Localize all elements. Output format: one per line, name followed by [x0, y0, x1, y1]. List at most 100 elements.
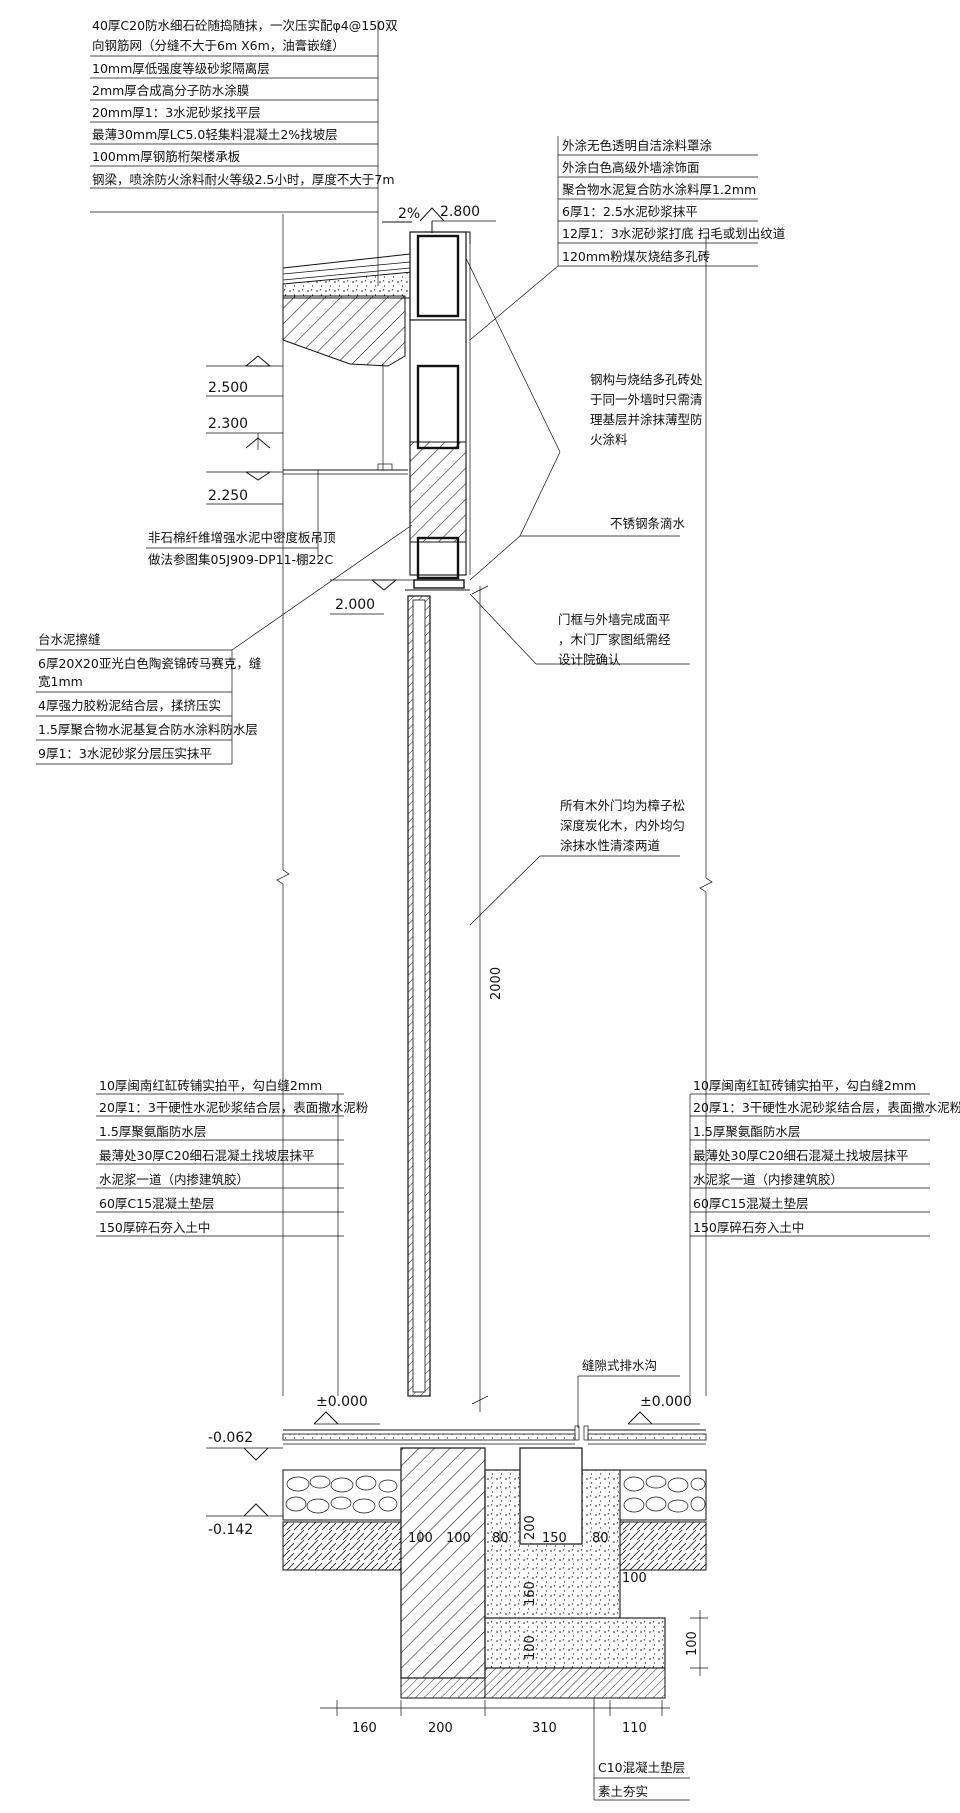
door-note-line-2: 深度炭化木，内外均匀 [560, 818, 685, 833]
dim-bottom-200: 200 [428, 1721, 453, 1736]
right-vertical-dim: 100 [685, 1610, 708, 1676]
drip-note-text: 不锈钢条滴水 [610, 516, 686, 531]
sill-layer-4: 9厚1：3水泥砂浆分层压实抹平 [38, 746, 212, 761]
door-note-line-1: 所有木外门均为樟子松 [560, 798, 685, 813]
dim-160-v: 160 [523, 1581, 538, 1606]
door-note: 所有木外门均为樟子松 深度炭化木，内外均匀 涂抹水性清漆两道 [469, 798, 685, 926]
frame-note-line-2: ，木门厂家图纸需经 [558, 632, 671, 647]
roof-note-line-8: 钢梁，喷涂防火涂料耐火等级2.5小时，厚度不大于7m [92, 172, 395, 187]
wall-note-line-5: 12厚1：3水泥砂浆打底 扫毛或划出纹道 [562, 226, 786, 241]
wooden-door [407, 595, 431, 1397]
level-minus-142: -0.142 [208, 1522, 253, 1538]
level-zero-left: ±0.000 [316, 1394, 368, 1410]
frame-note: 门框与外墙完成面平 ，木门厂家图纸需经 设计院确认 [469, 593, 690, 667]
level-2500: 2.500 [208, 380, 248, 396]
door-height-dimension: 2000 [471, 585, 504, 1412]
sill-layer-1: 6厚20X20亚光白色陶瓷锦砖马赛克，缝 [38, 656, 261, 671]
floor-right-3: 1.5厚聚氨酯防水层 [693, 1124, 800, 1139]
dim-100-a: 100 [408, 1531, 433, 1546]
roof-note-line-2: 向钢筋网（分缝不大于6m X6m，油膏嵌缝） [92, 38, 345, 53]
floor-left-5: 水泥浆一道（内掺建筑胶） [99, 1172, 249, 1187]
parapet [409, 231, 471, 575]
ceiling-board [283, 364, 408, 560]
wall-note-line-4: 6厚1：2.5水泥砂浆抹平 [562, 204, 698, 219]
level-2300: 2.300 [208, 416, 248, 432]
dim-200-v: 200 [523, 1515, 538, 1540]
dim-80-b: 80 [592, 1531, 609, 1546]
roof-note-line-1: 40厚C20防水细石砼随捣随抹，一次压实配φ4@150双 [92, 18, 398, 33]
sill-layer-3: 1.5厚聚合物水泥基复合防水涂料防水层 [38, 722, 258, 737]
drain-note-text: 缝隙式排水沟 [582, 1358, 657, 1373]
foundation [400, 1447, 666, 1699]
gravel-right [619, 1469, 707, 1571]
sill-layers-note: 台水泥擦缝 6厚20X20亚光白色陶瓷锦砖马赛克，缝 宽1mm 4厚强力胶粉泥结… [36, 524, 413, 765]
floor-right-2: 20厚1：3干硬性水泥砂浆结合层，表面撒水泥粉 [693, 1100, 960, 1115]
floor-layers-left: 10厚闽南红缸砖铺实拍平，勾白缝2mm 20厚1：3干硬性水泥砂浆结合层，表面撒… [96, 1078, 369, 1396]
level-2000: 2.000 [335, 597, 375, 613]
floor-left-6: 60厚C15混凝土垫层 [99, 1196, 215, 1211]
dim-bottom-110: 110 [622, 1721, 647, 1736]
floor-left-7: 150厚碎石夯入土中 [99, 1220, 210, 1235]
level-marks-top: 2.800 2% 2.500 2.300 2.250 2.000 [206, 204, 496, 615]
floor-right-5: 水泥浆一道（内掺建筑胶） [693, 1172, 843, 1187]
roof-note-line-6: 最薄30mm厚LC5.0轻集料混凝土2%找坡层 [92, 127, 338, 142]
floor-finish [282, 1425, 707, 1445]
level-minus-062: -0.062 [208, 1430, 253, 1446]
gravel-left [282, 1469, 402, 1571]
roof-note-line-5: 20mm厚1：3水泥砂浆找平层 [92, 105, 261, 120]
wall-note-line-1: 外涂无色透明自洁涂料罩涂 [562, 138, 713, 153]
ceiling-note-line-1: 非石棉纤维增强水泥中密度板吊顶 [148, 530, 336, 545]
steel-note-line-4: 火涂料 [590, 432, 628, 447]
floor-right-7: 150厚碎石夯入土中 [693, 1220, 804, 1235]
dim-bottom-160: 160 [352, 1721, 377, 1736]
drip-note: 不锈钢条滴水 [469, 516, 686, 581]
wall-layers-note: 外涂无色透明自洁涂料罩涂 外涂白色高级外墙涂饰面 聚合物水泥复合防水涂料厚1.2… [469, 136, 786, 341]
floor-right-6: 60厚C15混凝土垫层 [693, 1196, 809, 1211]
dim-bottom-310: 310 [532, 1721, 557, 1736]
ground-levels: ±0.000 ±0.000 -0.062 -0.142 [206, 1394, 700, 1538]
slope-label: 2% [398, 206, 420, 222]
steel-note-line-3: 理基层并涂抹薄型防 [590, 412, 703, 427]
dim-150: 150 [542, 1531, 567, 1546]
roof-note-line-4: 2mm厚合成高分子防水涂膜 [92, 83, 249, 98]
steel-note-line-1: 钢构与烧结多孔砖处 [590, 372, 703, 387]
floor-layers-right: 10厚闽南红缸砖铺实拍平，勾白缝2mm 20厚1：3干硬性水泥砂浆结合层，表面撒… [689, 1078, 960, 1396]
base-layers-note: C10混凝土垫层 素土夯实 [593, 1698, 690, 1801]
floor-left-1: 10厚闽南红缸砖铺实拍平，勾白缝2mm [99, 1078, 322, 1093]
wall-note-line-2: 外涂白色高级外墙涂饰面 [562, 160, 700, 175]
ceiling-note: 非石棉纤维增强水泥中密度板吊顶 做法参图集05J909-DP11-棚22C [146, 530, 336, 567]
roof-slab [282, 253, 413, 367]
floor-right-1: 10厚闽南红缸砖铺实拍平，勾白缝2mm [693, 1078, 916, 1093]
level-2250: 2.250 [208, 488, 248, 504]
sill-title: 台水泥擦缝 [38, 632, 101, 647]
wall-note-line-3: 聚合物水泥复合防水涂料厚1.2mm [562, 182, 756, 197]
frame-note-line-3: 设计院确认 [558, 652, 621, 667]
foundation-inline-dims: 100 100 80 200 150 80 100 160 100 [408, 1515, 647, 1660]
bottom-dimension-chain: 160 200 310 110 [320, 1700, 670, 1736]
dim-100-c: 100 [622, 1571, 647, 1586]
frame-note-line-1: 门框与外墙完成面平 [558, 612, 671, 627]
roof-layers-note: 40厚C20防水细石砼随捣随抹，一次压实配φ4@150双 向钢筋网（分缝不大于6… [90, 18, 398, 286]
floor-left-2: 20厚1：3干硬性水泥砂浆结合层，表面撒水泥粉 [99, 1100, 369, 1115]
brick-wall [405, 319, 470, 591]
floor-right-4: 最薄处30厚C20细石混凝土找坡层抹平 [693, 1148, 909, 1163]
drain-note: 缝隙式排水沟 [577, 1358, 680, 1428]
level-zero-right: ±0.000 [640, 1394, 692, 1410]
dim-door-height: 2000 [489, 967, 504, 1000]
base-layer-1: C10混凝土垫层 [598, 1760, 685, 1775]
dim-100-right: 100 [685, 1631, 700, 1656]
door-note-line-3: 涂抹水性清漆两道 [560, 838, 661, 853]
base-layer-2: 素土夯实 [598, 1784, 648, 1799]
ceiling-note-line-2: 做法参图集05J909-DP11-棚22C [148, 552, 333, 567]
sill-layer-2: 4厚强力胶粉泥结合层，揉挤压实 [38, 698, 221, 713]
sill-layer-1b: 宽1mm [38, 674, 83, 689]
wall-note-line-6: 120mm粉煤灰烧结多孔砖 [562, 249, 710, 264]
dim-100-v: 100 [523, 1635, 538, 1660]
floor-left-4: 最薄处30厚C20细石混凝土找坡层抹平 [99, 1148, 315, 1163]
steel-fireproof-note: 钢构与烧结多孔砖处 于同一外墙时只需清 理基层并涂抹薄型防 火涂料 [461, 249, 703, 537]
steel-note-line-2: 于同一外墙时只需清 [590, 392, 703, 407]
roof-note-line-3: 10mm厚低强度等级砂浆隔离层 [92, 61, 270, 76]
floor-left-3: 1.5厚聚氨酯防水层 [99, 1124, 206, 1139]
roof-note-line-7: 100mm厚钢筋桁架楼承板 [92, 149, 241, 164]
